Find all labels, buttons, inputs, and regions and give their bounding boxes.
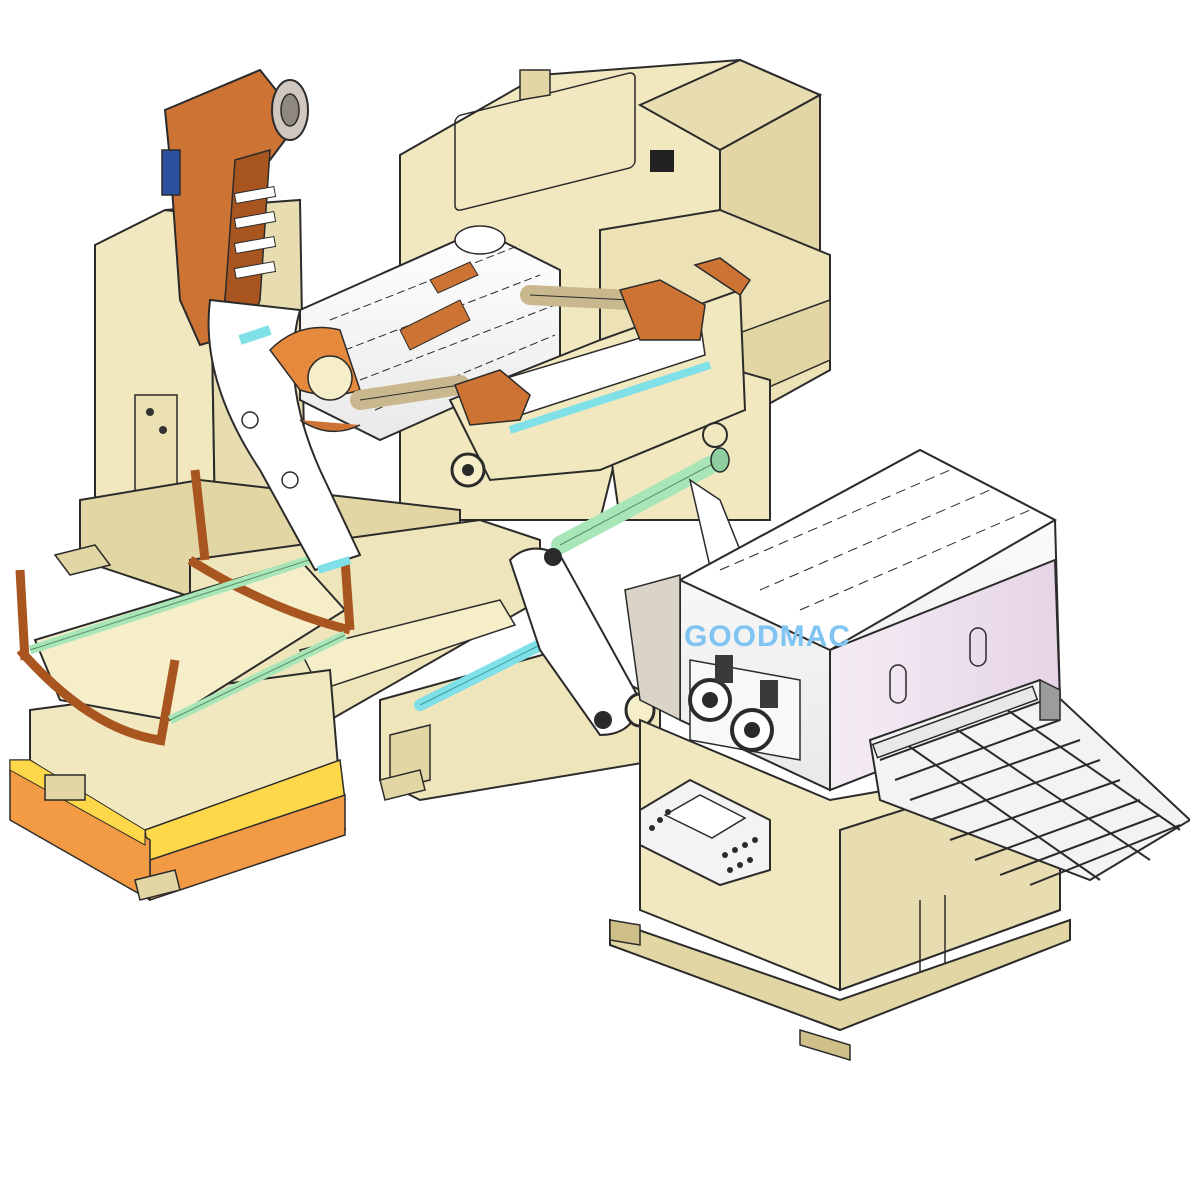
- control-panel: [639, 778, 771, 887]
- coil-cradle: [15, 469, 355, 746]
- support-shafts: [350, 285, 640, 410]
- coil-guide-arm: [207, 298, 362, 574]
- feed-rollers: [414, 447, 730, 711]
- straightener-feeder: [624, 448, 1062, 792]
- brand-label: GOODMAC: [684, 620, 851, 653]
- base-bolts: [53, 544, 426, 901]
- feeder-tray: [868, 678, 1190, 886]
- coil-loading-arm: [161, 68, 309, 347]
- coil-car-base: [9, 668, 347, 902]
- straightener-housing: [448, 257, 752, 488]
